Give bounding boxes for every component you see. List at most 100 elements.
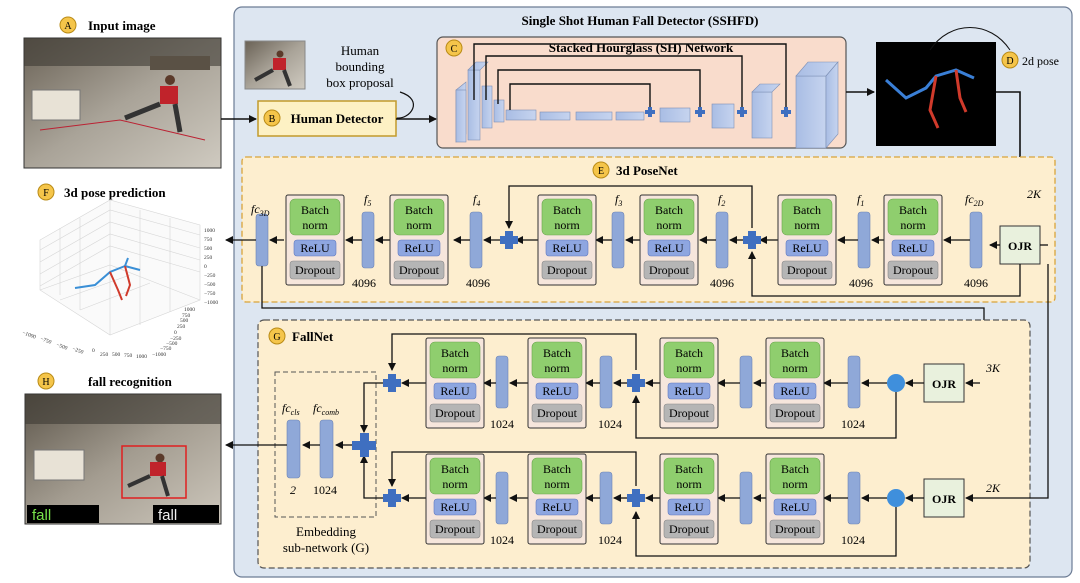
relu	[397, 239, 441, 257]
svg-text:Batch: Batch	[553, 203, 581, 217]
batch-norm	[887, 198, 939, 236]
svg-text:ReLU: ReLU	[542, 500, 572, 514]
svg-text:−500: −500	[55, 342, 68, 352]
fc2d-bar	[969, 211, 983, 269]
svg-text:norm: norm	[782, 361, 808, 375]
svg-text:norm: norm	[794, 218, 820, 232]
human-detector: B Human Detector	[257, 100, 397, 137]
svg-text:−750: −750	[160, 346, 172, 352]
svg-text:F: F	[43, 188, 49, 199]
svg-text:Dropout: Dropout	[893, 263, 934, 277]
dropout	[781, 260, 833, 280]
svg-text:Batch: Batch	[793, 203, 821, 217]
svg-text:sub-network (G): sub-network (G)	[283, 540, 369, 555]
relu	[535, 498, 579, 516]
batch-norm	[769, 341, 821, 379]
svg-text:Batch: Batch	[781, 462, 809, 476]
fallnet-top-dim: 3K	[985, 361, 1001, 375]
svg-text:Batch: Batch	[781, 346, 809, 360]
dropout	[643, 260, 695, 280]
svg-text:Batch: Batch	[543, 346, 571, 360]
svg-text:f4: f4	[473, 192, 480, 208]
svg-text:norm: norm	[302, 218, 328, 232]
batch-norm	[393, 198, 445, 236]
svg-text:ReLU: ReLU	[674, 384, 704, 398]
svg-text:4096: 4096	[466, 276, 490, 290]
fc-comb-bar	[319, 419, 334, 479]
svg-text:norm: norm	[554, 218, 580, 232]
fc3d-bar	[255, 213, 269, 267]
svg-text:Dropout: Dropout	[435, 406, 476, 420]
svg-text:bounding: bounding	[335, 59, 385, 74]
svg-text:Dropout: Dropout	[537, 406, 578, 420]
dropout	[531, 519, 583, 539]
svg-text:G: G	[273, 332, 280, 343]
fall-bbox	[121, 445, 187, 499]
svg-text:1024: 1024	[841, 417, 865, 431]
svg-text:norm: norm	[544, 361, 570, 375]
svg-text:500: 500	[204, 246, 213, 252]
batch-norm	[541, 198, 593, 236]
svg-text:Batch: Batch	[301, 203, 329, 217]
svg-text:C: C	[451, 44, 458, 55]
hourglass-label: Stacked Hourglass (SH) Network	[549, 40, 734, 55]
svg-text:−250: −250	[170, 336, 182, 342]
svg-text:1024: 1024	[598, 417, 622, 431]
batch-norm	[429, 457, 481, 495]
svg-text:ReLU: ReLU	[674, 500, 704, 514]
svg-text:250: 250	[177, 324, 186, 330]
svg-text:ReLU: ReLU	[780, 500, 810, 514]
batch-norm	[531, 457, 583, 495]
svg-text:ReLU: ReLU	[780, 384, 810, 398]
svg-text:Dropout: Dropout	[669, 406, 710, 420]
svg-text:Dropout: Dropout	[775, 406, 816, 420]
human-detector-label: Human Detector	[291, 111, 384, 126]
svg-text:Human: Human	[341, 43, 380, 58]
svg-text:norm: norm	[544, 477, 570, 491]
batch-norm	[663, 341, 715, 379]
fall-label: fall recognition	[88, 374, 173, 389]
batch-norm	[663, 457, 715, 495]
svg-text:f2: f2	[718, 192, 725, 208]
svg-text:500: 500	[112, 352, 121, 358]
fall-section: H fall recognition fall fall	[24, 372, 222, 525]
dropout	[663, 519, 715, 539]
svg-text:1000: 1000	[184, 307, 195, 313]
bounding-box-proposal: Human bounding box proposal	[244, 40, 414, 119]
bn-relu-dropout-blocks: BatchnormReLUDropoutBatchnormReLUDropout…	[285, 194, 943, 545]
svg-text:Batch: Batch	[675, 346, 703, 360]
svg-text:1024: 1024	[490, 417, 514, 431]
dropout	[429, 519, 481, 539]
relu	[785, 239, 829, 257]
svg-text:1000: 1000	[204, 228, 215, 234]
posenet-label: 3d PoseNet	[616, 163, 678, 178]
svg-text:−500: −500	[204, 282, 216, 288]
svg-text:Embedding: Embedding	[296, 524, 356, 539]
svg-text:ReLU: ReLU	[404, 241, 434, 255]
relu	[647, 239, 691, 257]
svg-text:Batch: Batch	[655, 203, 683, 217]
dropout	[769, 403, 821, 423]
relu	[773, 498, 817, 516]
svg-text:1024: 1024	[598, 533, 622, 547]
hourglass-network: C Stacked Hourglass (SH) Network	[436, 36, 847, 149]
svg-text:norm: norm	[782, 477, 808, 491]
svg-text:Batch: Batch	[441, 462, 469, 476]
svg-text:H: H	[42, 377, 49, 388]
dropout	[663, 403, 715, 423]
input-section: A Input image	[23, 16, 222, 169]
svg-text:Batch: Batch	[441, 346, 469, 360]
badge-a	[59, 16, 77, 34]
svg-text:Dropout: Dropout	[537, 522, 578, 536]
svg-text:0: 0	[204, 264, 207, 270]
svg-text:E: E	[598, 166, 604, 177]
svg-text:norm: norm	[676, 477, 702, 491]
